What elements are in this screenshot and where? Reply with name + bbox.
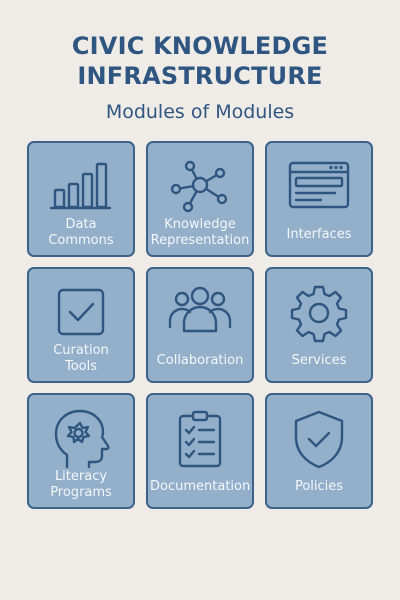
module-label: Interfaces: [267, 227, 371, 243]
module-label: Curation Tools: [29, 343, 133, 375]
page-title-line-1: CIVIC KNOWLEDGE: [71, 32, 329, 60]
module-label-line-1: Policies: [294, 479, 344, 494]
gear-icon: [290, 285, 348, 343]
head-idea-icon: [54, 409, 110, 469]
module-label-line-1: Data: [65, 217, 97, 232]
shield-check-icon: [294, 410, 344, 469]
module-label-line-1: Interfaces: [286, 227, 352, 242]
people-group-icon: [168, 286, 232, 333]
module-label: Documentation: [148, 479, 252, 495]
module-card-knowledge-representation: Knowledge Representation: [146, 141, 254, 257]
module-label-line-1: Curation: [53, 343, 109, 358]
module-label: Data Commons: [29, 217, 133, 249]
checkbox-icon: [57, 288, 105, 336]
module-label-line-1: Services: [291, 353, 347, 368]
bar-chart-icon: [49, 162, 112, 210]
module-label-line-1: Documentation: [150, 479, 251, 494]
module-card-collaboration: Collaboration: [146, 267, 254, 383]
module-label-line-2: Programs: [50, 485, 112, 500]
module-label: Collaboration: [148, 353, 252, 369]
page-subtitle: Modules of Modules: [105, 101, 295, 123]
page-title-line-2: INFRASTRUCTURE: [77, 62, 323, 90]
module-grid: Data Commons Knowledge Representation: [27, 141, 373, 509]
module-label: Knowledge Representation: [148, 217, 252, 249]
module-card-data-commons: Data Commons: [27, 141, 135, 257]
module-label: Policies: [267, 479, 371, 495]
browser-window-icon: [288, 161, 350, 209]
module-label-line-2: Commons: [48, 233, 114, 248]
module-card-interfaces: Interfaces: [265, 141, 373, 257]
module-label-line-1: Literacy: [54, 469, 108, 484]
module-label: Literacy Programs: [29, 469, 133, 501]
module-card-documentation: Documentation: [146, 393, 254, 509]
clipboard-checklist-icon: [178, 410, 222, 468]
module-card-policies: Policies: [265, 393, 373, 509]
module-label-line-1: Collaboration: [156, 353, 244, 368]
module-label-line-1: Knowledge: [164, 217, 236, 232]
module-label-line-2: Tools: [64, 359, 98, 374]
module-label-line-2: Representation: [150, 233, 250, 248]
module-card-services: Services: [265, 267, 373, 383]
module-label: Services: [267, 353, 371, 369]
module-card-curation-tools: Curation Tools: [27, 267, 135, 383]
module-card-literacy-programs: Literacy Programs: [27, 393, 135, 509]
network-icon: [170, 160, 228, 213]
